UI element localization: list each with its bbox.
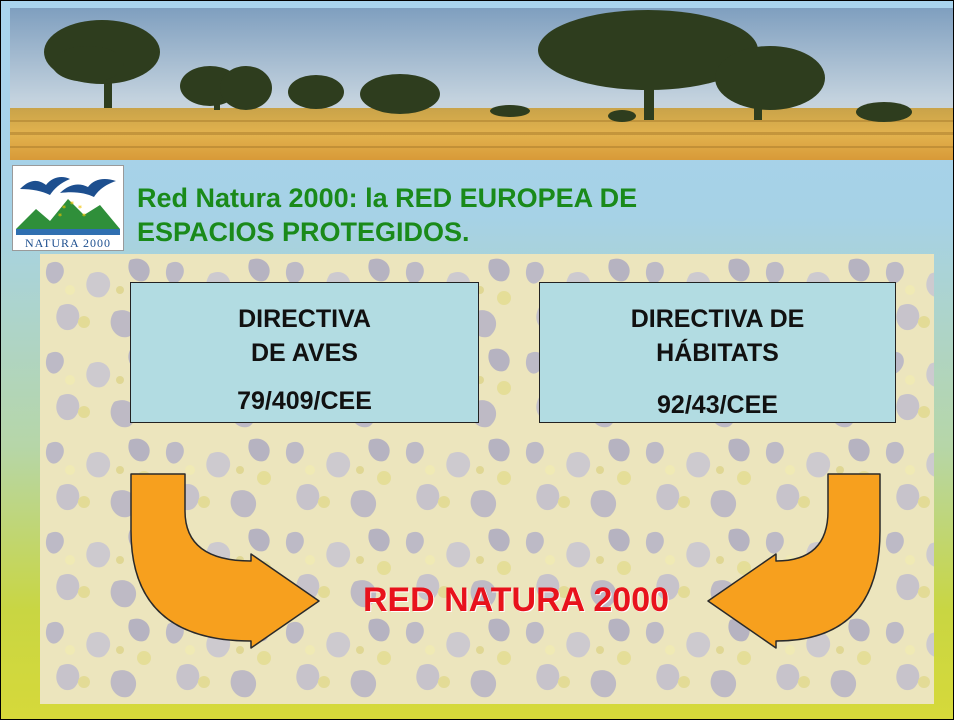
box-line-1: DIRECTIVA bbox=[238, 305, 371, 333]
directiva-habitats-box: DIRECTIVA DE HÁBITATS 92/43/CEE bbox=[539, 282, 896, 423]
box-line-1: DIRECTIVA DE bbox=[630, 305, 805, 333]
red-natura-2000-label: RED NATURA 2000 bbox=[362, 581, 670, 619]
box-line-2: DE AVES bbox=[251, 339, 358, 367]
title-line-2: ESPACIOS PROTEGIDOS. bbox=[137, 217, 470, 247]
svg-text:*: * bbox=[78, 204, 82, 213]
title-line-1: Red Natura 2000: la RED EUROPEA DE bbox=[137, 183, 638, 213]
svg-text:*: * bbox=[58, 212, 62, 221]
svg-text:*: * bbox=[82, 212, 86, 221]
box-line-2: HÁBITATS bbox=[656, 339, 779, 367]
slide-title: Red Natura 2000: la RED EUROPEA DE ESPAC… bbox=[137, 181, 757, 249]
directiva-aves-box: DIRECTIVA DE AVES 79/409/CEE bbox=[130, 282, 479, 423]
svg-text:*: * bbox=[70, 200, 74, 209]
landscape-banner bbox=[10, 8, 953, 160]
svg-text:*: * bbox=[62, 204, 66, 213]
box-code: 92/43/CEE bbox=[657, 391, 778, 419]
box-code: 79/409/CEE bbox=[237, 387, 372, 415]
svg-text:NATURA 2000: NATURA 2000 bbox=[25, 236, 111, 250]
natura-2000-logo: *** ** NATURA 2000 bbox=[12, 165, 124, 251]
